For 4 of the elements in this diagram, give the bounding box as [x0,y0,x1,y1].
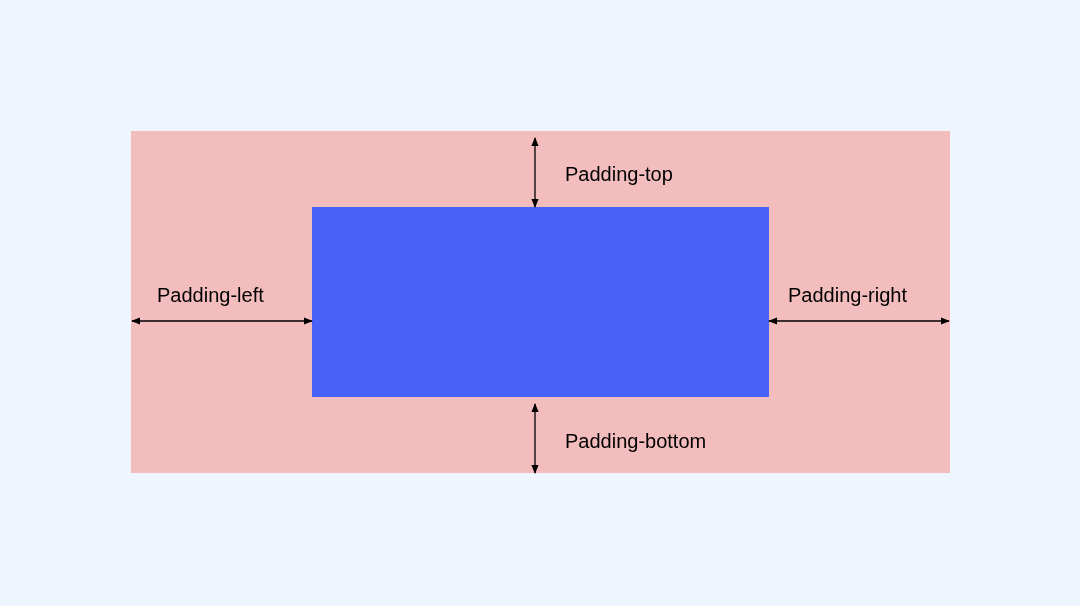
dimension-label: Padding-top [565,162,673,187]
dimension-label: Padding-bottom [565,429,707,454]
dimension-label: Padding-right [788,283,907,308]
dimension-label: Padding-left [157,283,264,308]
